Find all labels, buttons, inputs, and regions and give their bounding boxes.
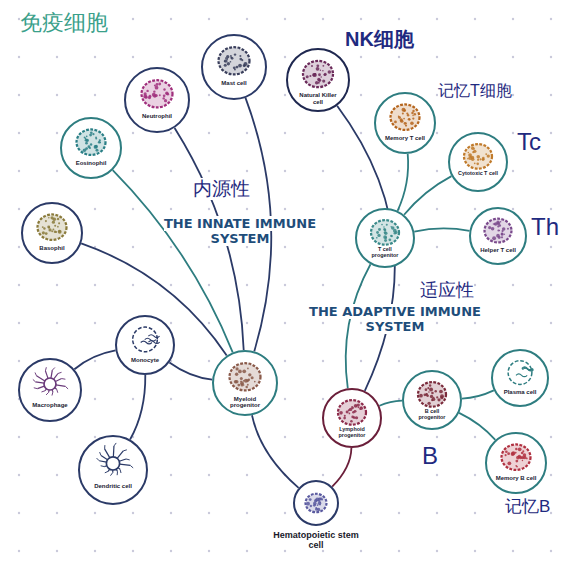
- handwritten-note: Th: [531, 213, 559, 241]
- cell-label: Helper T cell: [479, 247, 518, 254]
- cell-circle: Basophil: [21, 202, 83, 264]
- cell-illustration: [295, 482, 337, 524]
- lineage-line: [252, 415, 299, 488]
- lineage-line: [379, 401, 402, 406]
- handwritten-note: 适应性: [420, 280, 474, 301]
- cell-circle: Macrophage: [18, 358, 82, 422]
- cell-circle: B cell progenitor: [402, 370, 462, 430]
- cell-illustration: [487, 434, 545, 492]
- cell-illustration: [126, 69, 188, 131]
- cell-label: Basophil: [31, 245, 73, 252]
- lineage-line: [459, 413, 495, 440]
- cell-label: Natural Killer cell: [296, 92, 339, 105]
- cell-label: Myeloid progenitor: [223, 396, 268, 409]
- lineage-line: [398, 154, 409, 211]
- cell-circle: Plasma cell: [491, 349, 549, 407]
- lineage-line: [414, 228, 469, 231]
- lineage-line: [462, 390, 494, 398]
- cell-circle: Monocyte: [115, 315, 175, 375]
- cell-circle: Myeloid progenitor: [212, 350, 278, 416]
- cell-label: B cell progenitor: [412, 409, 452, 421]
- cell-illustration: [20, 360, 80, 420]
- cell-circle: Eosinophil: [60, 117, 122, 179]
- cell-illustration: [376, 94, 434, 152]
- cell-circle: T cell progenitor: [355, 208, 415, 268]
- system-title: THE INNATE IMMUNE SYSTEM: [152, 217, 328, 247]
- cell-circle: Dendritic cell: [78, 435, 148, 505]
- cell-label: Cytotoxic T cell: [458, 171, 498, 177]
- cell-circle: Hematopoietic stem cell: [293, 480, 339, 526]
- cell-label: Macrophage: [28, 402, 71, 409]
- cell-circle: Natural Killer cell: [286, 48, 350, 112]
- cell-label: T cell progenitor: [365, 247, 405, 259]
- handwritten-note: B: [422, 442, 438, 470]
- cell-label: Dendritic cell: [89, 483, 137, 490]
- cell-label: Neutrophil: [135, 113, 180, 120]
- cell-illustration: [80, 437, 146, 503]
- handwritten-note: 免疫细胞: [20, 10, 108, 35]
- cell-illustration: [493, 351, 547, 405]
- lineage-line: [404, 176, 451, 215]
- cell-label: Plasma cell: [501, 389, 540, 396]
- cell-circle: Mast cell: [201, 34, 267, 100]
- cell-illustration: [62, 119, 120, 177]
- cell-circle: Memory T cell: [374, 92, 436, 154]
- handwritten-note: Tc: [517, 128, 541, 156]
- system-title: THE ADAPTIVE IMMUNE SYSTEM: [300, 305, 490, 335]
- cell-circle: Neutrophil: [124, 67, 190, 133]
- cell-circle: Helper T cell: [469, 207, 527, 265]
- cell-label: Memory B cell: [495, 475, 537, 482]
- cell-label: Monocyte: [125, 357, 165, 364]
- lineage-line: [130, 375, 145, 440]
- cell-illustration: [450, 134, 506, 190]
- cell-label: Lymphoid progenitor: [332, 427, 372, 439]
- cell-circle: Cytotoxic T cell: [448, 132, 508, 192]
- cell-illustration: [471, 209, 525, 263]
- cell-label: Memory T cell: [384, 135, 426, 142]
- cell-illustration: [203, 36, 265, 98]
- handwritten-note: 记忆B: [505, 497, 550, 517]
- lineage-line: [74, 350, 115, 369]
- lineage-line: [169, 363, 212, 380]
- lineage-line: [332, 448, 351, 487]
- cell-label: Mast cell: [212, 80, 257, 87]
- handwritten-note: NK细胞: [345, 28, 414, 51]
- handwritten-note: 内源性: [193, 178, 250, 200]
- cell-circle: Lymphoid progenitor: [322, 388, 382, 448]
- cell-illustration: [117, 317, 173, 373]
- cell-circle: Memory B cell: [485, 432, 547, 494]
- handwritten-note: 记忆T细胞: [438, 82, 512, 100]
- cell-illustration: [23, 204, 81, 262]
- cell-label: Hematopoietic stem cell: [271, 531, 361, 551]
- cell-label: Eosinophil: [70, 160, 112, 167]
